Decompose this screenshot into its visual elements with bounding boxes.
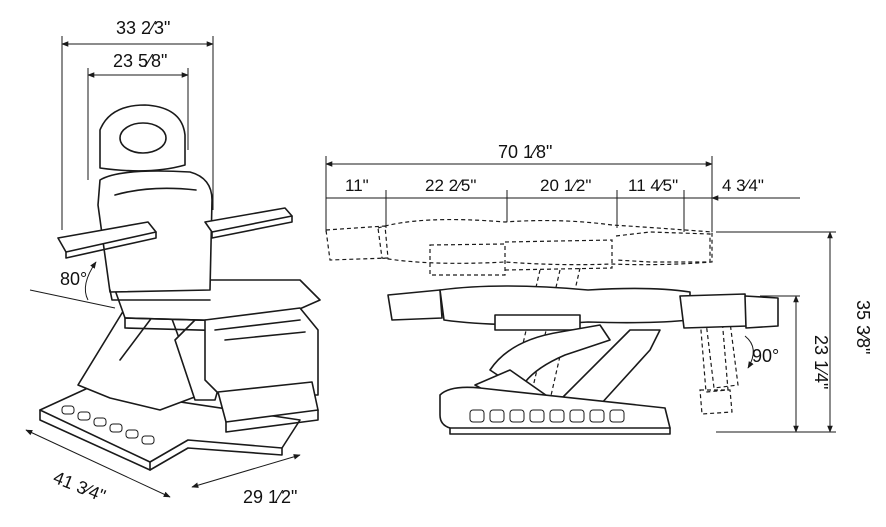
front-view-chair [39, 104, 321, 471]
dim-seg-headrest: 11" [345, 176, 369, 195]
dim-min-height: 23 1⁄4" [811, 335, 831, 389]
dim-back-angle: 80° [60, 269, 87, 289]
side-dim-lines [325, 156, 836, 433]
dim-leg-angle: 90° [752, 346, 779, 366]
dim-seg-legrest: 11 4⁄5" [628, 176, 678, 195]
dim-seg-foot: 4 3⁄4" [722, 176, 764, 195]
dim-max-height: 35 3⁄8" [853, 300, 873, 354]
dim-base-width: 29 1⁄2" [243, 487, 297, 507]
side-view-chair [325, 218, 779, 435]
dim-back-width: 23 5⁄8" [113, 51, 167, 71]
dim-overall-width: 33 2⁄3" [116, 18, 170, 38]
dim-length: 41 3⁄4" [51, 467, 109, 506]
front-dim-lines [25, 36, 301, 498]
dim-total-length: 70 1⁄8" [498, 142, 552, 162]
dim-seg-back: 22 2⁄5" [425, 176, 476, 195]
dim-seg-seat: 20 1⁄2" [540, 176, 591, 195]
